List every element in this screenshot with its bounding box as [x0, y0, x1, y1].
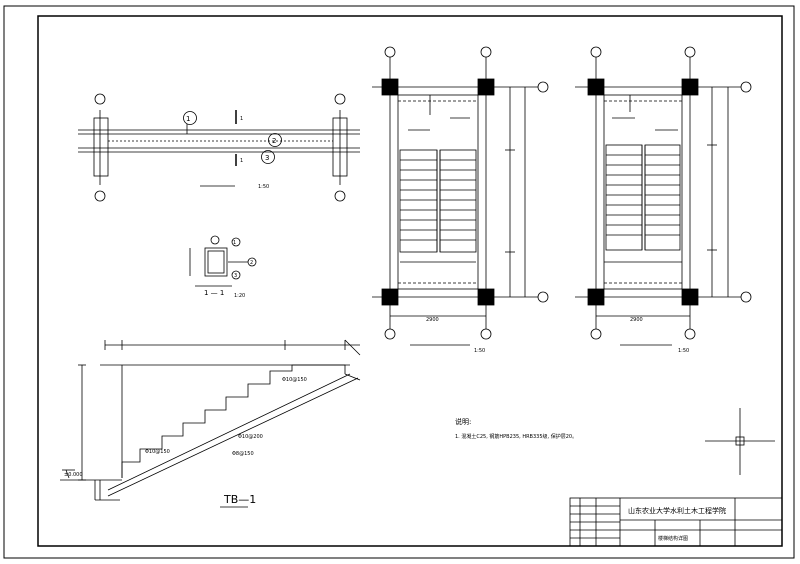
notes-heading: 说明:: [455, 417, 471, 426]
beam-cut-mark-top: 1: [240, 116, 243, 122]
beam-elevation: [78, 93, 360, 202]
notes-line-1: 1. 混凝土C25, 钢筋HPB235, HRB335级, 保护层20。: [455, 433, 577, 440]
section-1-1-scale: 1:20: [234, 293, 245, 299]
plan-left-width: 2900: [426, 317, 439, 323]
inner-frame: [37, 15, 783, 547]
plan-right-scale: 1:50: [678, 348, 689, 354]
rebar-label-top: Φ10@150: [282, 377, 307, 383]
beam-scale: 1:50: [258, 184, 269, 190]
stair-plan-left: [372, 46, 549, 346]
section-1-1: [189, 235, 257, 287]
outer-frame: [3, 5, 795, 559]
title-block: [569, 497, 783, 547]
stair-profile-tb1: [60, 339, 361, 501]
rebar-label-mid2: Φ8@150: [232, 451, 254, 457]
section-1-1-title: 1 — 1: [204, 289, 224, 297]
beam-marker-3: 3: [265, 154, 269, 162]
ground-level: ±0.000: [64, 472, 83, 478]
sec-marker-2: 2: [250, 260, 253, 266]
beam-cut-mark-bottom: 1: [240, 158, 243, 164]
stair-profile-title: TB—1: [223, 493, 256, 506]
plan-left-scale: 1:50: [474, 348, 485, 354]
rebar-label-bot: Φ10@150: [145, 449, 170, 455]
beam-marker-1: 1: [186, 115, 190, 123]
crosshair-cursor: [705, 408, 775, 475]
plan-right-width: 2900: [630, 317, 643, 323]
title-block-school: 山东农业大学水利土木工程学院: [628, 506, 726, 515]
sec-marker-3: 3: [234, 273, 237, 279]
rebar-label-mid1: Φ10@200: [238, 434, 263, 440]
stair-plan-right: [575, 46, 752, 346]
sec-marker-1: 1: [233, 240, 236, 246]
beam-marker-2: 2: [272, 137, 276, 145]
title-block-drawing: 楼梯结构详图: [658, 535, 688, 542]
